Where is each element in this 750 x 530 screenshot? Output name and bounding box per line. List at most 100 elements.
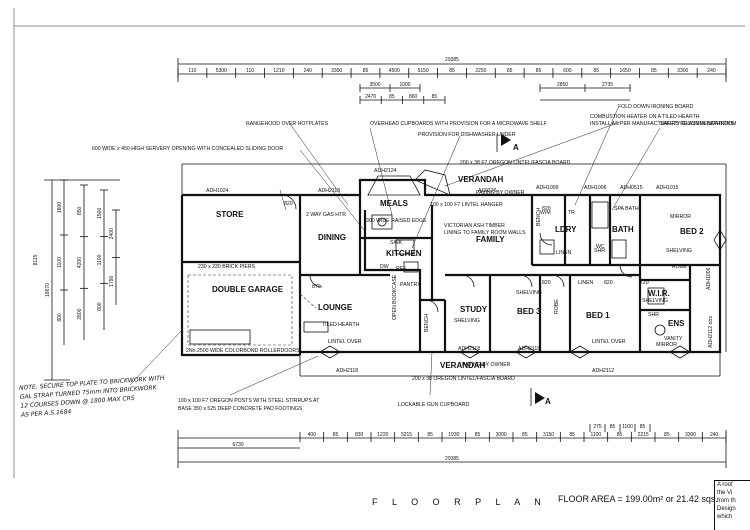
room-bed1: BED 1 [586, 311, 610, 320]
room-verandah-top: VERANDAH [458, 175, 504, 184]
dimension-value: 110 [246, 68, 254, 74]
side-note-line: which [717, 514, 733, 520]
left-dimension-lines [44, 179, 120, 381]
dimension-value: 1930 [448, 432, 459, 438]
dimension-value: 4500 [389, 68, 400, 74]
left-dimension-chain: 1800110080085042002800150011008002400179… [33, 179, 120, 322]
section-marker-top: A [513, 143, 519, 152]
label-sink: SINK [390, 240, 403, 246]
drawing-title: F L O O R P L A N [372, 497, 547, 507]
label-vanity: VANITY [664, 336, 683, 342]
room-spa-bath: SPA BATH [614, 206, 639, 212]
bottom-dimension-lines [177, 430, 727, 468]
window-adh1009: ADH1009 [536, 185, 559, 191]
label-bench-laundry: BENCH [536, 208, 542, 226]
callout-leaders [129, 107, 661, 396]
dimension-value: 240 [304, 68, 313, 74]
note-posts-top: 100 x 100 F7 LINTEL HANGER [430, 202, 503, 208]
dimension-value: 860 [409, 94, 418, 100]
dimension-value: 3300 [331, 68, 342, 74]
note-combustion-heater: COMBUSTION HEATER ON A TILED HEARTH [590, 114, 700, 120]
window-adh2112-ens: ADH2112 obs [708, 316, 714, 348]
note-gas-heater: 2 WAY GAS HTR [306, 212, 346, 218]
label-shelving-bed2: SHELVING [666, 248, 692, 254]
dimension-value: 5215 [401, 432, 412, 438]
dimension-value: 85 [569, 432, 575, 438]
room-family: FAMILY [476, 235, 505, 244]
dimension-value: 1790 [109, 275, 115, 286]
dimension-value: 400 [308, 432, 317, 438]
room-shower-ens: SHR [648, 312, 659, 318]
side-note-panel: A roof the Vi from th Design which [714, 480, 750, 530]
dimension-value: 2400 [109, 228, 115, 239]
window-adh2118-bed3: ADH2118 [518, 346, 540, 352]
dimension-value: 85 [664, 432, 670, 438]
window-adh1015: ADH1015 [656, 185, 679, 191]
overall-width-bottom: 29385 [445, 456, 459, 462]
dimension-value-overall: 18670 [45, 283, 51, 297]
dimension-value: 850 [77, 206, 83, 215]
dimension-value: 1000 [399, 82, 410, 88]
dimension-value: 240 [710, 432, 719, 438]
door-870: 870 [312, 284, 321, 290]
door-820-laundry: 820 [542, 206, 551, 212]
label-shelving-bed3: SHELVING [516, 290, 542, 296]
room-robe-bed1: ROBE [554, 299, 560, 314]
note-servery-opening: 600 WIDE x 450 HIGH SERVERY OPENING WITH… [92, 146, 283, 152]
section-marker-bottom: A [545, 397, 551, 406]
door-820-store: 820 [284, 201, 293, 207]
door-820-bed3: 820 [542, 280, 551, 286]
window-adh2118-lounge: ADH2118 [336, 368, 358, 374]
note-raised-edge: 300 WIDE RAISED EDGE [366, 218, 427, 224]
section-arrow-top [496, 134, 511, 152]
dimension-value: 2800 [77, 308, 83, 319]
top-dimension-lines [177, 58, 727, 101]
external-walls [180, 163, 727, 377]
dimension-value: 3000 [496, 432, 507, 438]
note-overhead-cupboards: OVERHEAD CUPBOARDS WITH PROVISION FOR A … [370, 121, 547, 127]
note-brick-piers: 230 x 230 BRICK PIERS [198, 264, 256, 270]
handwritten-note: NOTE: SECURE TOP PLATE TO BRICKWORK WITH… [19, 375, 165, 420]
dimension-value: 2850 [557, 82, 568, 88]
internal-walls [300, 169, 720, 352]
dimension-value: 1650 [619, 68, 630, 74]
window-adh1006: ADH1006 [584, 185, 607, 191]
note-lintel-bottom: 200 x 38 OREGON LINTEL/FASCIA BOARD [412, 376, 515, 382]
note-ash-timber: VICTORIAN ASH TIMBER [444, 223, 505, 229]
dimension-value: 85 [427, 432, 433, 438]
dimension-value: 85 [475, 432, 481, 438]
window-adh2124: ADH2124 [374, 168, 397, 174]
room-lounge: LOUNGE [318, 303, 353, 312]
room-bed3: BED 3 [517, 307, 541, 316]
dimension-value: 85 [432, 94, 438, 100]
note-paving-bottom: PAVING BY OWNER [462, 362, 511, 368]
note-open-bookcase: OPEN BOOKCASE [392, 274, 398, 320]
label-trough: TR [568, 210, 575, 216]
dimension-value: 85 [522, 432, 528, 438]
window-adh2118-study: ADH2118 [458, 346, 480, 352]
dimension-value: 3150 [543, 432, 554, 438]
dimension-value: 240 [707, 68, 716, 74]
window-adh2112: ADH2112 [592, 368, 614, 374]
note-family-lining: LINING TO FAMILY ROOM WALLS [444, 230, 526, 236]
dimension-value: 1100 [622, 424, 633, 430]
label-dishwasher: DW [380, 264, 389, 270]
dimension-value: 3300 [677, 68, 688, 74]
dimension-value: 3500 [369, 82, 380, 88]
dimension-value: 85 [610, 424, 616, 430]
dimension-value: 2215 [638, 432, 649, 438]
room-bed2: BED 2 [680, 227, 704, 236]
window-adh1006-bed2: ADH1006 [706, 267, 712, 290]
note-ironing-board: FOLD DOWN IRONING BOARD [618, 104, 693, 110]
floor-area: FLOOR AREA = 199.00m² or 21.42 sqs. [558, 494, 718, 504]
dimension-value: 85 [617, 432, 623, 438]
room-linen: LINEN [578, 280, 594, 286]
side-note-line: Design [717, 506, 736, 512]
dimension-value: 85 [593, 68, 599, 74]
note-lintel-over-lounge: LINTEL OVER [328, 339, 362, 345]
dimension-value: 2735 [602, 82, 613, 88]
dimension-value: 830 [355, 432, 364, 438]
note-lintel-over-bed1: LINTEL OVER [592, 339, 626, 345]
